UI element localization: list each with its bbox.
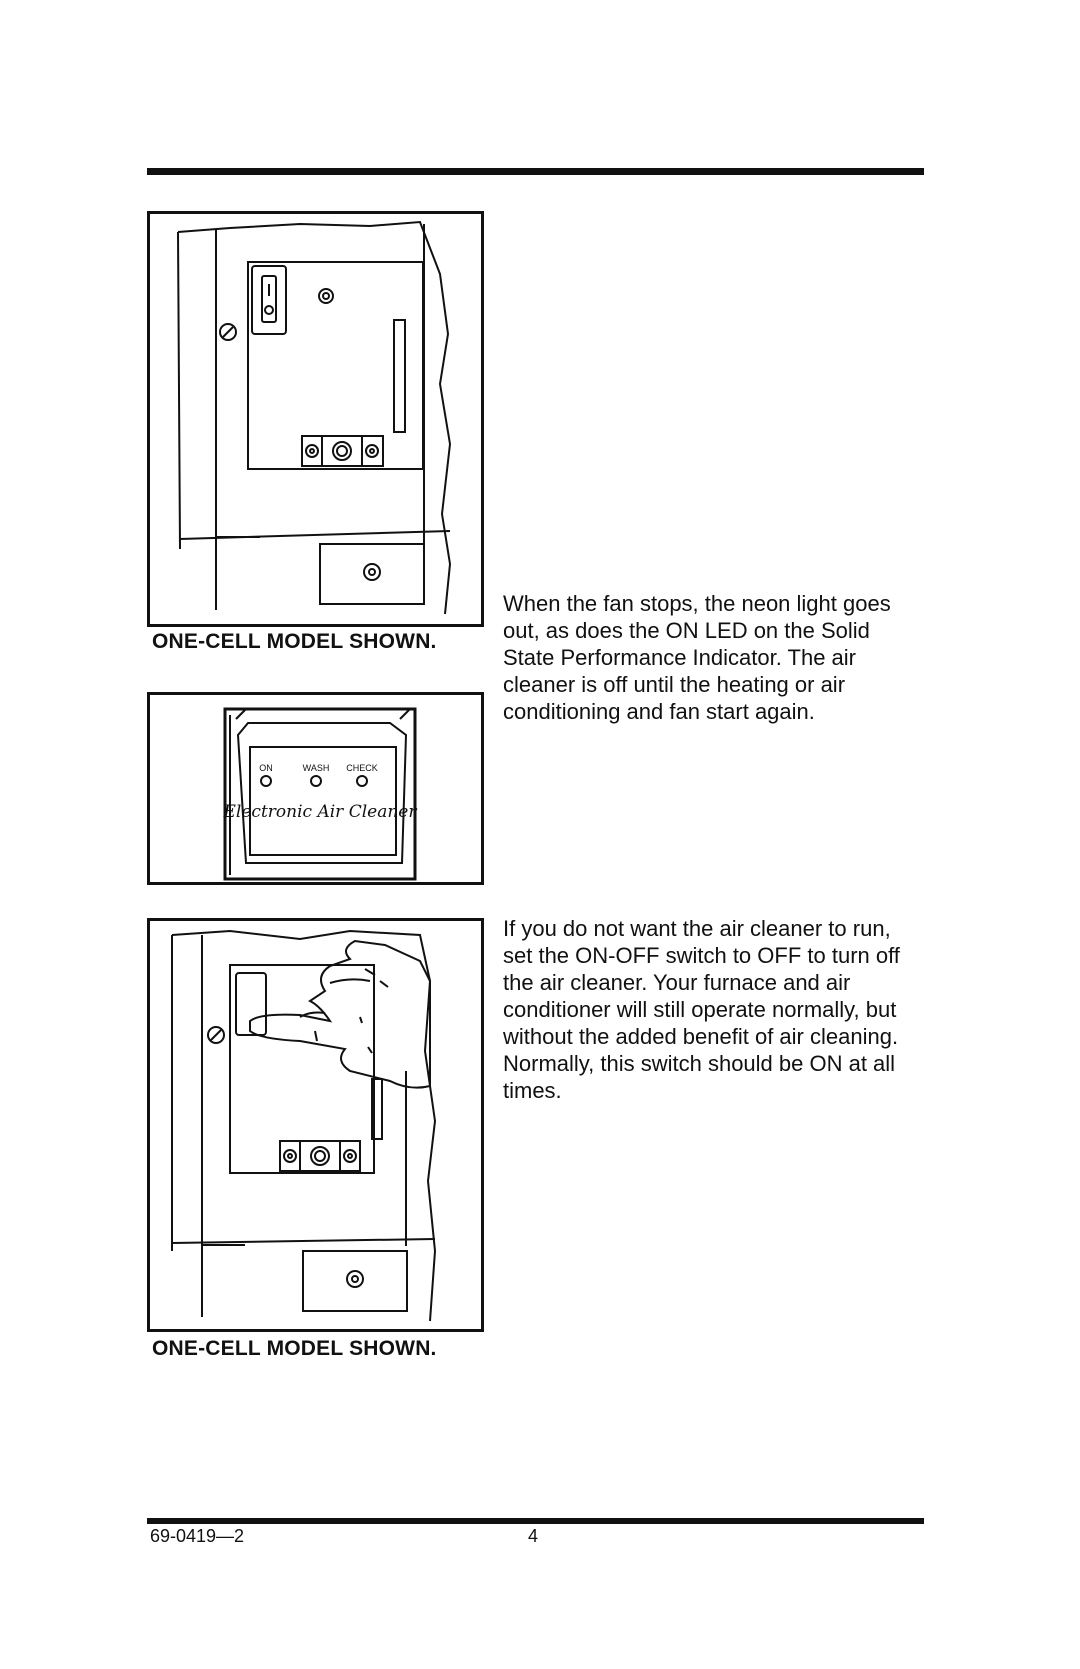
led-label-check: CHECK	[346, 763, 378, 773]
page-number: 4	[528, 1526, 539, 1546]
paragraph-fan-stops: When the fan stops, the neon light goes …	[503, 591, 891, 724]
led-label-on: ON	[259, 763, 273, 773]
paragraph-switch-off: If you do not want the air cleaner to ru…	[503, 916, 900, 1103]
indicator-panel-illustration: ON WASH CHECK Electronic Air Cleaner	[147, 692, 484, 885]
top-rule	[147, 168, 924, 175]
cabinet-illustration	[147, 211, 484, 627]
figure-caption: ONE-CELL MODEL SHOWN.	[152, 630, 437, 653]
bottom-rule	[147, 1518, 924, 1524]
led-label-wash: WASH	[303, 763, 330, 773]
switch-off-illustration	[147, 918, 484, 1332]
figure-caption: ONE-CELL MODEL SHOWN.	[152, 1337, 437, 1360]
document-number: 69-0419—2	[150, 1526, 245, 1546]
product-logo: Electronic Air Cleaner	[223, 802, 418, 822]
